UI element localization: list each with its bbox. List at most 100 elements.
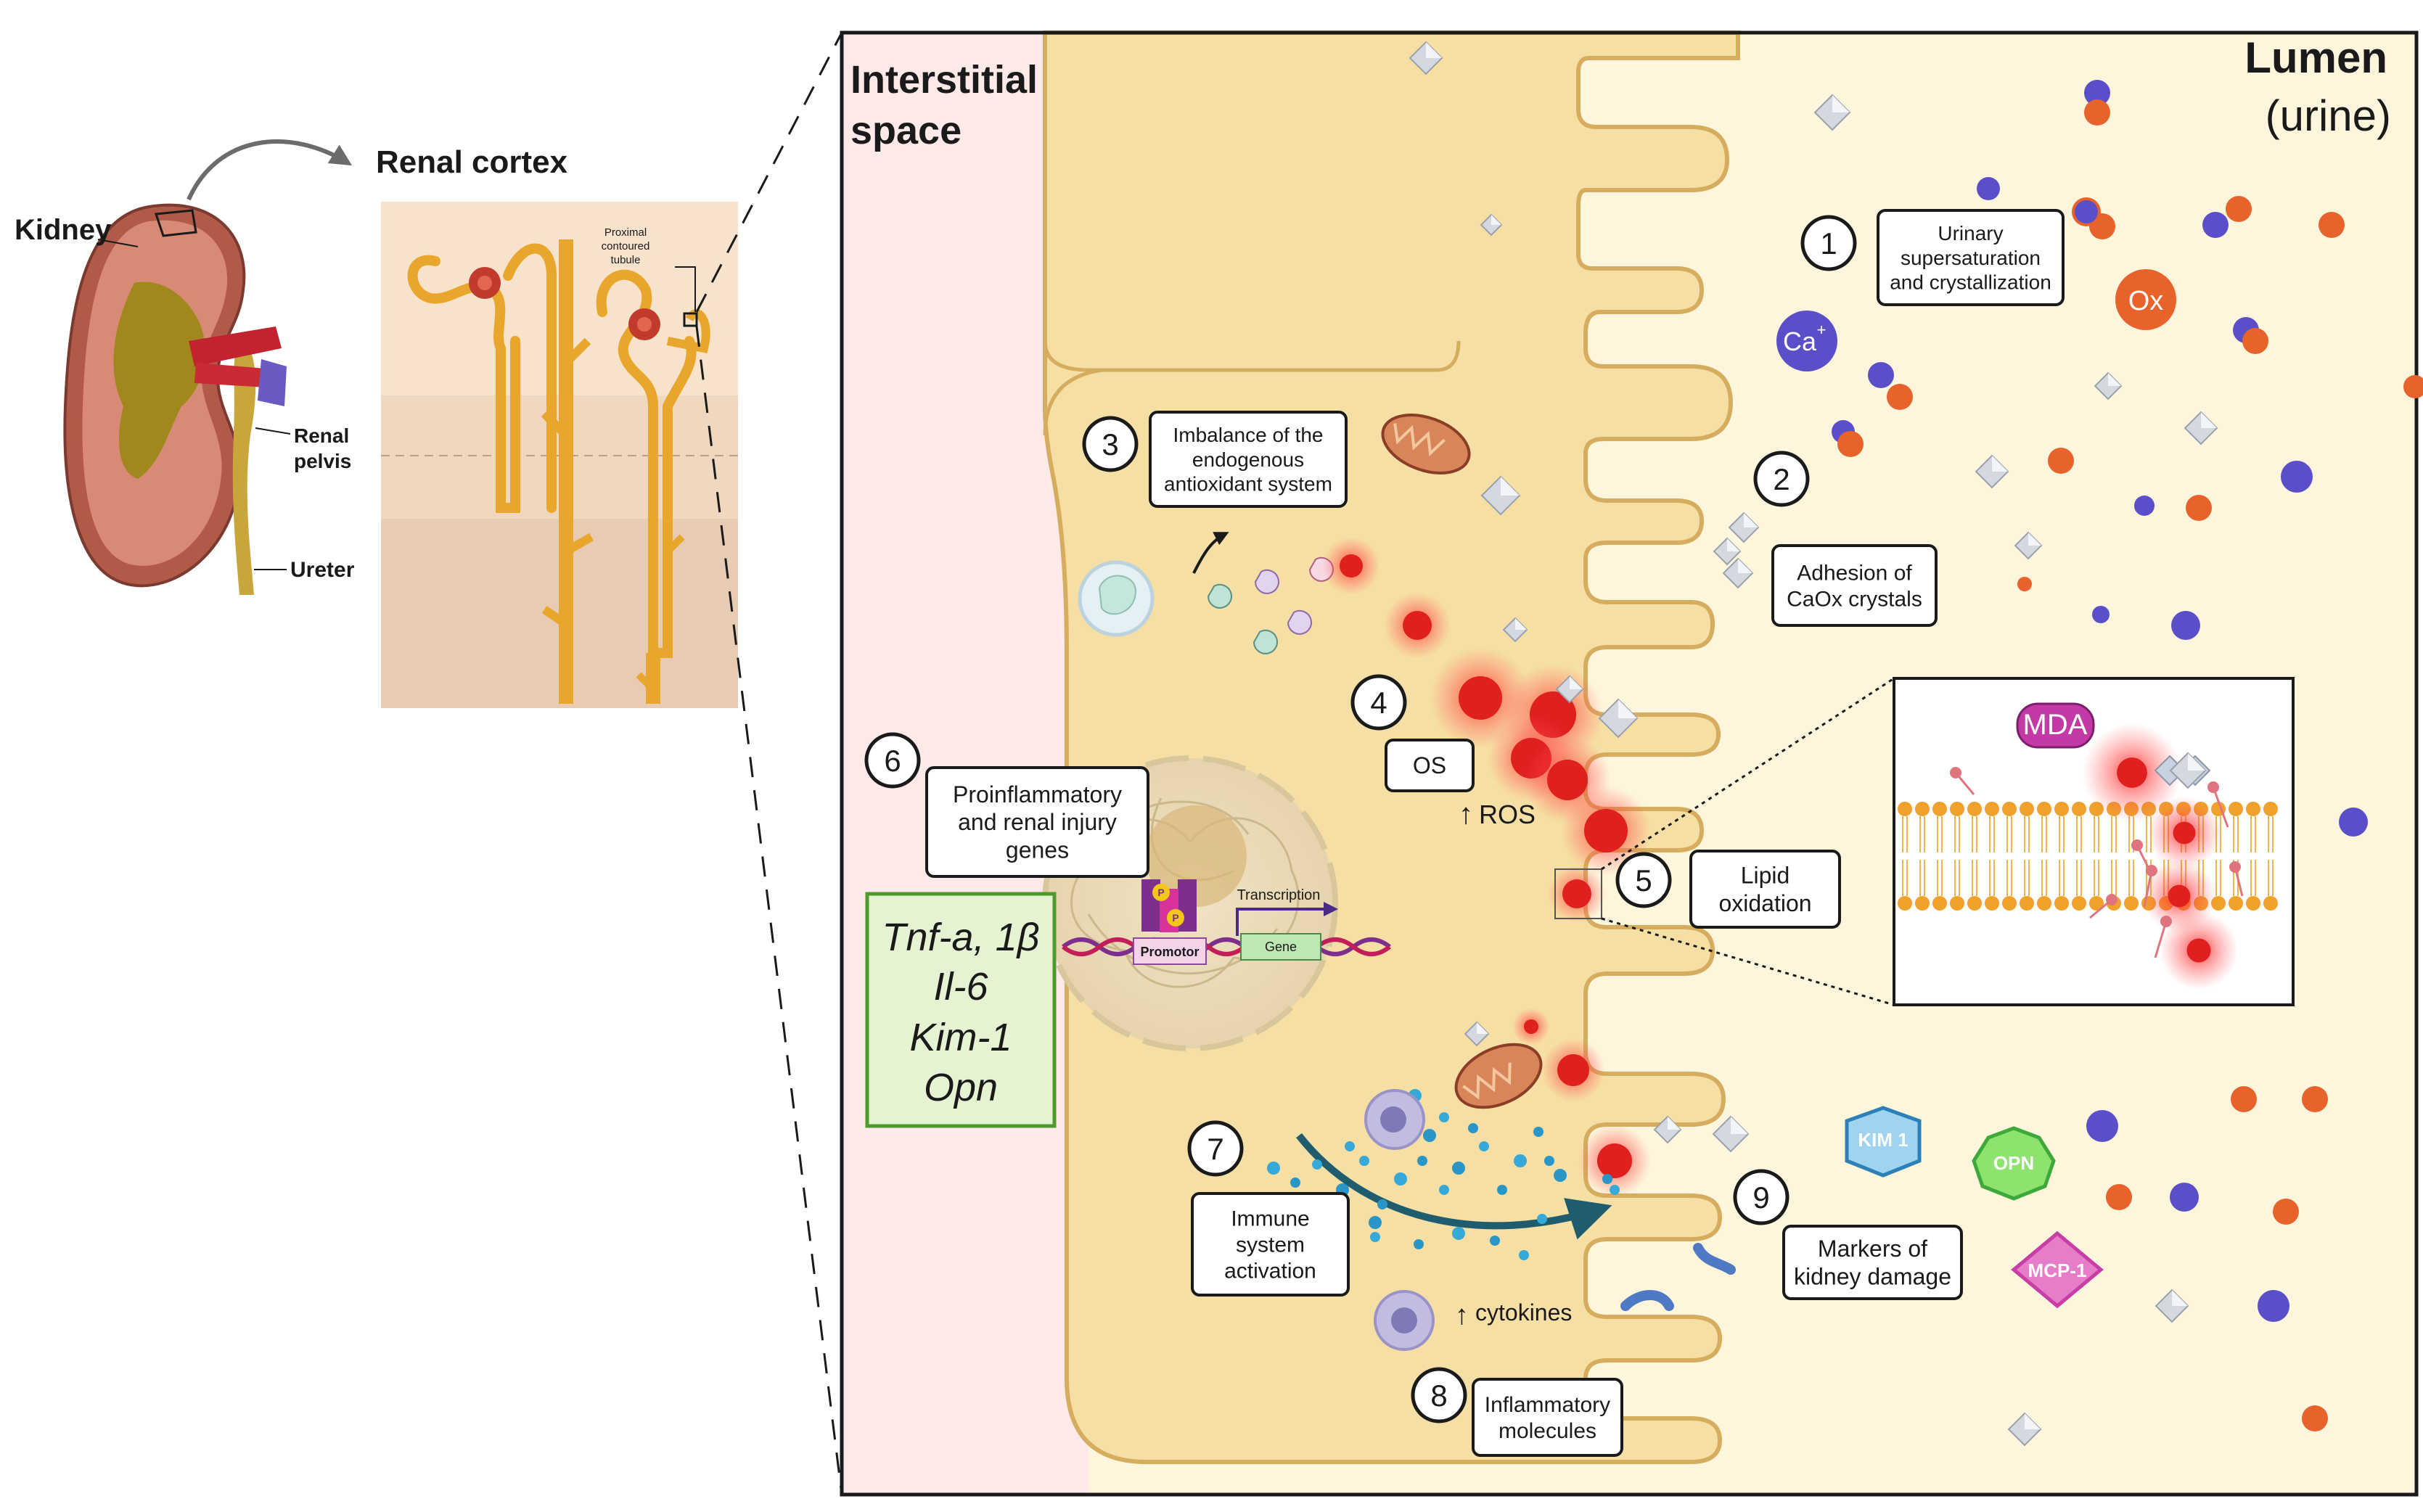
lipid-head: [1967, 896, 1982, 911]
lipid-head: [1967, 802, 1982, 816]
mda-label: MDA: [2023, 709, 2088, 741]
lipid-head: [2124, 896, 2139, 911]
step-6-number: 6: [884, 744, 901, 778]
step-7-box: [1191, 1192, 1350, 1297]
step-7-number: 7: [1207, 1132, 1223, 1166]
proximal-label-3: tubule: [611, 254, 641, 266]
step-3-line-3: antioxidant system: [1164, 472, 1332, 495]
lipid-head: [2089, 896, 2104, 911]
oxalate-ion: [2084, 99, 2110, 126]
lipid-head: [1932, 802, 1947, 816]
cytokine-dot: [1377, 1199, 1387, 1209]
step-3-line-1: Imbalance of the: [1173, 424, 1323, 446]
step-3-badge: [1082, 416, 1139, 472]
lipid-head: [1950, 896, 1964, 911]
crystal: [1480, 475, 1521, 516]
step-2-number: 2: [1773, 462, 1789, 496]
cytokine-dot: [1554, 1169, 1567, 1182]
calcium-ion: [2084, 80, 2110, 106]
lipid-head: [2054, 896, 2069, 911]
calcium-ion: [2170, 1183, 2199, 1212]
step-9-box: [1782, 1225, 1963, 1300]
calcium-ion: [2075, 200, 2098, 223]
step-5-box: [1689, 850, 1841, 929]
mitochondrion-top: [1381, 414, 1471, 474]
cytokine-dot: [1290, 1178, 1300, 1188]
ros-particle: [2168, 884, 2191, 908]
zoom-line-bottom: [695, 326, 843, 1495]
oxalate-ion: [2319, 212, 2345, 238]
lipid-head: [1985, 802, 1999, 816]
step-6-badge: [864, 732, 921, 789]
cytokine-dot: [1414, 1239, 1424, 1249]
opn-label: OPN: [1993, 1152, 2034, 1174]
renal-cortex-inset: [381, 202, 738, 708]
proximal-label-2: contoured: [602, 240, 650, 252]
step-8-box: [1472, 1378, 1623, 1457]
ros-particle: [2186, 938, 2211, 963]
cytokine-dot: [1490, 1236, 1500, 1246]
crystal: [1480, 213, 1503, 237]
step-3-box: [1149, 411, 1348, 508]
lipid-head: [2229, 896, 2243, 911]
cytokines-label: cytokines: [1475, 1299, 1572, 1326]
oxalate-ion: [2089, 213, 2115, 239]
crystal: [2094, 371, 2123, 400]
crystal: [1712, 1115, 1750, 1153]
step-7-line-2: system: [1236, 1233, 1305, 1257]
cytokine-dot: [1452, 1227, 1465, 1240]
crystal: [1502, 617, 1528, 643]
oxidized-lipid-head: [2160, 916, 2172, 927]
calcium-ion: [2134, 496, 2155, 516]
lipid-head: [2054, 802, 2069, 816]
oxalate-ion: [1837, 431, 1864, 457]
antioxidant-vesicle: [1078, 532, 1229, 637]
oxalate-ion: [2017, 577, 2032, 591]
step-7-line-1: Immune: [1231, 1207, 1309, 1231]
step-9-badge: [1733, 1169, 1789, 1225]
lipid-head: [2002, 802, 2017, 816]
proximal-label-1: Proximal: [604, 226, 647, 239]
crystal: [1728, 511, 1760, 543]
lipid-head: [2072, 802, 2086, 816]
cytokine-dot: [1497, 1185, 1507, 1195]
step-6-line-2: and renal injury: [958, 809, 1117, 835]
cytokine-dot: [1544, 1156, 1554, 1166]
phospho-label-1: P: [1157, 887, 1164, 898]
oxalate-ion: [2186, 495, 2212, 521]
transcription-label: Transcription: [1237, 887, 1321, 903]
lipid-head: [2002, 896, 2017, 911]
cytokine-dot: [1312, 1159, 1322, 1170]
cytokine-dot: [1468, 1123, 1478, 1133]
oxalate-ion: [2242, 328, 2268, 354]
step-4-box: [1385, 739, 1475, 792]
renal-pelvis-label-1: Renal: [294, 424, 349, 447]
ca-ion-large: [1776, 311, 1837, 371]
oxidized-lipid-head: [2131, 839, 2143, 851]
lipid-head: [2229, 802, 2243, 816]
step-2-box: [1771, 544, 1938, 627]
kim1-label: KIM 1: [1858, 1129, 1908, 1151]
ureter-label: Ureter: [290, 558, 355, 582]
step-5-number: 5: [1635, 863, 1652, 897]
step-1-number: 1: [1820, 226, 1837, 260]
ros-up-arrow: ↑: [1459, 798, 1473, 830]
step-4-number: 4: [1370, 686, 1387, 720]
cytokine-flow-arrow: [1296, 1133, 1612, 1240]
step-1-badge: [1800, 215, 1857, 271]
lipid-head: [1985, 896, 1999, 911]
step-3-line-2: endogenous: [1192, 448, 1304, 471]
step-9-number: 9: [1752, 1180, 1769, 1215]
cytokine-dot: [1514, 1154, 1527, 1167]
lipid-head: [1915, 802, 1930, 816]
cytokine-dot: [1519, 1250, 1529, 1260]
immune-cell-bottom: [1374, 1290, 1435, 1351]
opn-marker: [1972, 1126, 2056, 1201]
cytokine-dot: [1452, 1162, 1465, 1175]
step-2-line-1: Adhesion of: [1797, 562, 1912, 586]
cytokine-dot: [1394, 1172, 1407, 1186]
